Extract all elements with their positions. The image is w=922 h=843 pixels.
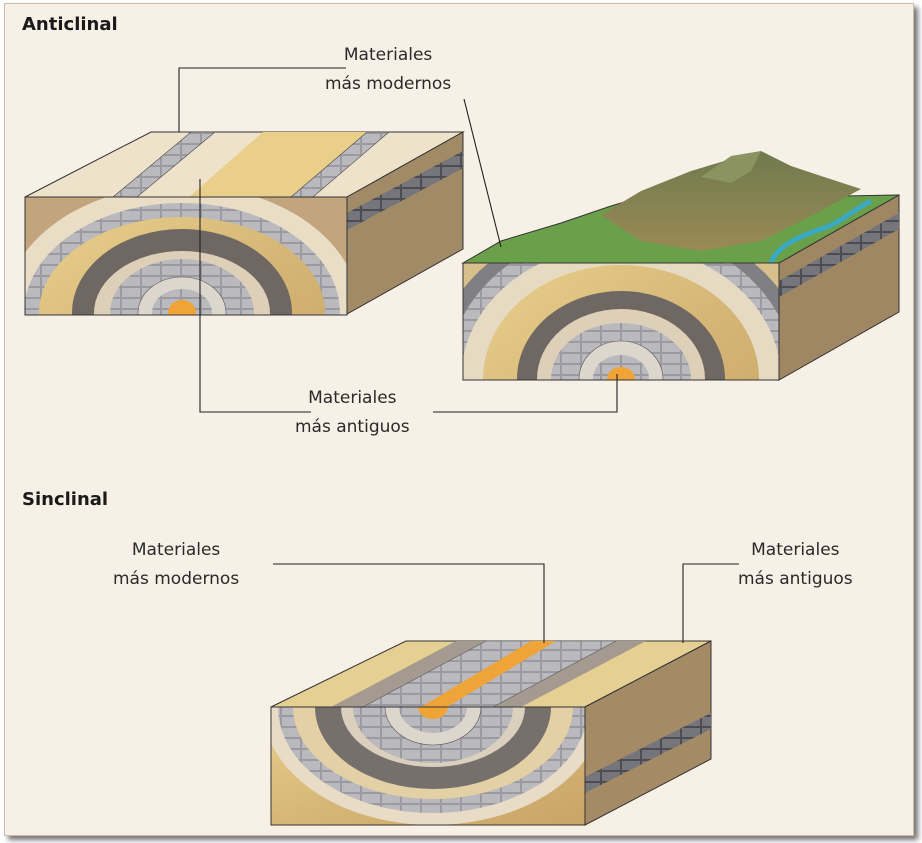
- anticline-title: Anticlinal: [22, 14, 118, 35]
- anticline-block-1: [24, 131, 465, 316]
- anticline-label-modern: Materiales más modernos: [325, 45, 452, 94]
- syncline-label-old: Materiales más antiguos: [738, 540, 853, 589]
- anticline-label-old: Materiales más antiguos: [295, 388, 410, 437]
- fold-illustrations: [24, 67, 900, 826]
- syncline-title: Sinclinal: [22, 489, 109, 510]
- syncline-block: [270, 640, 712, 826]
- leader-lines: [178, 67, 739, 643]
- anticline-block-2: [461, 151, 900, 381]
- syncline-label-modern: Materiales más modernos: [113, 540, 240, 589]
- figure-frame: Anticlinal Sinclinal Materiales más mode…: [4, 3, 914, 836]
